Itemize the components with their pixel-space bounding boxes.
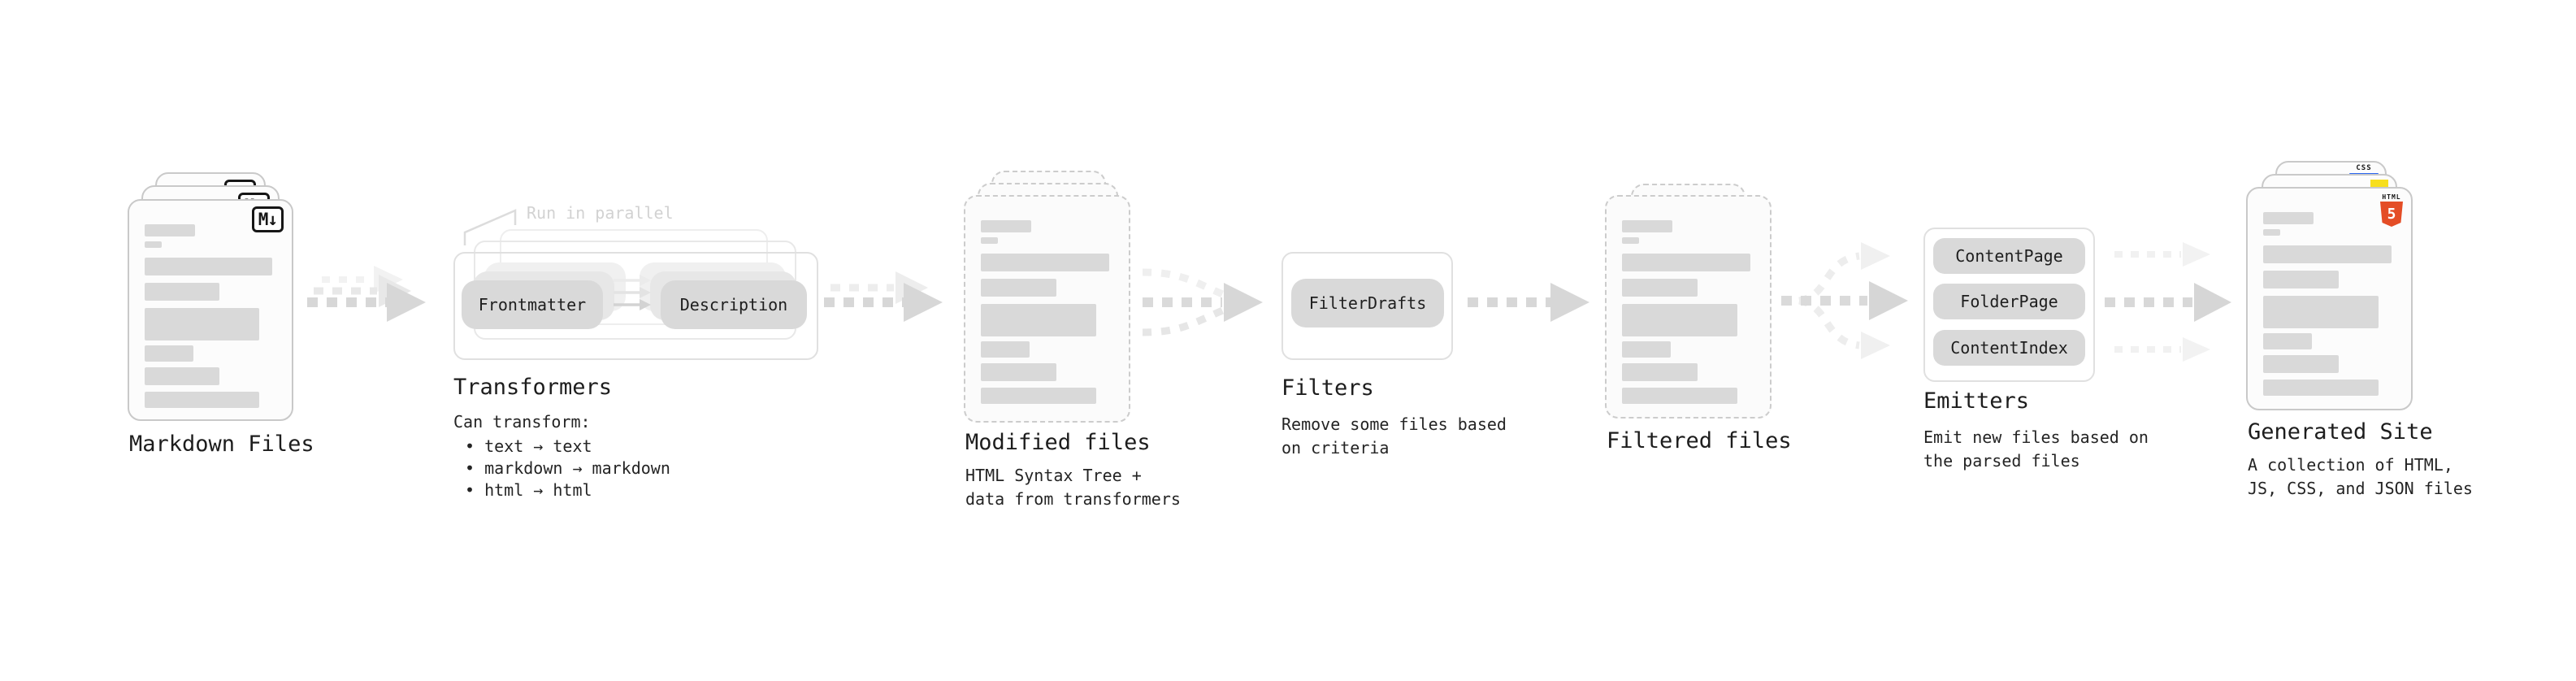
placeholder-text-line xyxy=(2263,245,2392,263)
placeholder-text-line xyxy=(981,388,1096,404)
placeholder-text-line xyxy=(2263,212,2314,224)
modified-doc-front xyxy=(964,195,1130,423)
emitters-caption-1: Emit new files based on xyxy=(1923,427,2149,447)
modified-files-title: Modified files xyxy=(965,430,1151,455)
contentindex-pill: ContentIndex xyxy=(1933,330,2085,366)
html5-shield: 5 xyxy=(2380,202,2403,227)
placeholder-text-line xyxy=(2263,355,2339,373)
placeholder-text-line xyxy=(2263,229,2281,236)
flow-arrow-markdown-to-transformers xyxy=(307,266,426,322)
placeholder-text-line xyxy=(1622,363,1698,381)
placeholder-text-line xyxy=(145,241,163,248)
placeholder-text-line xyxy=(981,220,1031,232)
filters-caption-2: on criteria xyxy=(1281,438,1390,458)
placeholder-text-line xyxy=(1622,388,1737,404)
parallel-mini-arrows xyxy=(614,275,651,310)
flow-arrow-transformers-to-modified xyxy=(824,271,943,322)
filters-frame xyxy=(1281,252,1453,360)
placeholder-text-line xyxy=(1622,237,1640,244)
emitters-title: Emitters xyxy=(1923,388,2030,414)
flow-arrow-filters-to-filtered xyxy=(1468,283,1589,322)
transformers-title: Transformers xyxy=(453,375,613,400)
placeholder-text-line xyxy=(1622,220,1672,232)
placeholder-text-line xyxy=(2263,333,2313,349)
filters-caption-1: Remove some files based xyxy=(1281,414,1507,434)
placeholder-text-line xyxy=(145,283,220,301)
placeholder-text-line xyxy=(145,345,193,362)
placeholder-text-line xyxy=(1622,279,1698,297)
markdown-icon: M↓ xyxy=(251,206,284,232)
transformers-bullet-3: • html → html xyxy=(465,480,592,500)
placeholder-text-line xyxy=(981,254,1110,271)
filtered-files-title: Filtered files xyxy=(1607,428,1792,453)
generated-doc-html: HTML 5 xyxy=(2246,187,2413,410)
placeholder-text-line xyxy=(981,279,1056,297)
document-text-lines xyxy=(145,224,276,408)
placeholder-text-line xyxy=(981,341,1030,358)
placeholder-text-line xyxy=(981,237,999,244)
folderpage-pill: FolderPage xyxy=(1933,284,2085,319)
transformers-bullet-2: • markdown → markdown xyxy=(465,458,670,478)
filtered-doc-front xyxy=(1605,195,1772,419)
document-text-lines xyxy=(2263,212,2396,396)
document-text-lines xyxy=(981,220,1113,404)
placeholder-text-line xyxy=(145,308,259,340)
annotation-connector-line xyxy=(463,209,517,245)
filterdrafts-pill: FilterDrafts xyxy=(1291,279,1444,327)
emitters-frame xyxy=(1923,228,2095,382)
placeholder-text-line xyxy=(2263,380,2379,396)
document-text-lines xyxy=(1622,220,1754,404)
placeholder-text-line xyxy=(145,224,195,236)
placeholder-text-line xyxy=(981,363,1056,381)
flow-arrow-emitters-to-generated xyxy=(2105,242,2231,362)
description-pill: Description xyxy=(661,280,807,329)
generated-site-title: Generated Site xyxy=(2248,419,2433,445)
generated-site-caption-1: A collection of HTML, xyxy=(2248,455,2453,475)
emitters-caption-2: the parsed files xyxy=(1923,451,2080,471)
markdown-doc-front: M↓ xyxy=(128,199,293,421)
contentpage-pill: ContentPage xyxy=(1933,238,2085,274)
placeholder-text-line xyxy=(145,367,220,385)
placeholder-text-line xyxy=(145,392,259,408)
placeholder-text-line xyxy=(1622,254,1751,271)
flow-arrow-filtered-to-emitters-diverge xyxy=(1781,242,1908,359)
transformers-frame-front xyxy=(453,252,818,360)
placeholder-text-line xyxy=(2263,271,2339,288)
transformers-caption-title: Can transform: xyxy=(453,412,591,432)
placeholder-text-line xyxy=(981,304,1096,336)
flow-arrow-modified-to-filters-merge xyxy=(1142,268,1263,336)
placeholder-text-line xyxy=(1622,304,1737,336)
modified-files-caption-2: data from transformers xyxy=(965,489,1181,509)
html5-badge-icon: HTML 5 xyxy=(2380,193,2403,227)
placeholder-text-line xyxy=(145,258,273,275)
placeholder-text-line xyxy=(2263,296,2379,328)
markdown-files-title: Markdown Files xyxy=(129,432,314,457)
run-in-parallel-label: Run in parallel xyxy=(527,203,674,223)
transformers-bullet-1: • text → text xyxy=(465,436,592,456)
filters-title: Filters xyxy=(1281,375,1374,401)
generated-site-caption-2: JS, CSS, and JSON files xyxy=(2248,479,2473,498)
placeholder-text-line xyxy=(1622,341,1672,358)
frontmatter-pill: Frontmatter xyxy=(462,280,603,329)
modified-files-caption-1: HTML Syntax Tree + xyxy=(965,466,1142,485)
